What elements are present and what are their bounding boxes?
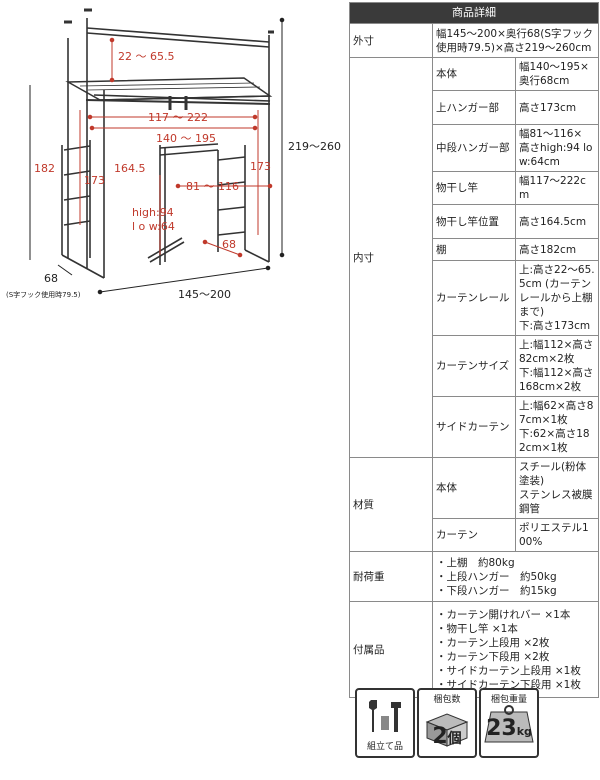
spec-inner-row-label: 棚 [432, 238, 516, 261]
dim-total-height: 219～260 [288, 140, 341, 153]
spec-outer-label: 外寸 [349, 23, 433, 58]
spec-inner-row-label: 物干し竿 [432, 171, 516, 205]
weight-value: 23 [486, 716, 517, 741]
dim-depth-outer: 68 [44, 272, 58, 285]
dim-shelf-gap: 22 ～ 65.5 [118, 50, 174, 63]
packages-caption: 梱包数 [433, 695, 461, 705]
assembly-badge: 組立て品 [355, 688, 415, 758]
spec-inner-row-label: 物干し竿位置 [432, 204, 516, 239]
spec-header: 商品詳細 [349, 2, 599, 24]
spec-inner-row-value: 上:高さ22～65.5cm (カーテンレールから上棚まで)下:高さ173cm [515, 260, 599, 336]
spec-material-row-value: スチール(粉体塗装)ステンレス被膜鋼管 [515, 457, 599, 519]
dim-depth-inner: 68 [222, 238, 236, 251]
dim-low: l o w:64 [132, 220, 175, 233]
info-badges: 組立て品 梱包数 2個 梱包重量 23kg [353, 688, 599, 766]
weight-caption: 梱包重量 [490, 695, 527, 705]
dim-pole-height: 164.5 [114, 162, 146, 175]
spec-inner-row-value: 幅81～116×高さhigh:94 low:64cm [515, 124, 599, 172]
assembly-label: 組立て品 [366, 742, 403, 752]
dim-mid-hanger: 81 ～ 116 [186, 180, 239, 193]
weight-badge: 梱包重量 23kg [479, 688, 539, 758]
spec-table: 商品詳細 外寸 幅145～200×奥行68(S字フック使用時79.5)×高さ21… [349, 2, 599, 698]
spec-outer-value: 幅145～200×奥行68(S字フック使用時79.5)×高さ219～260cm [432, 23, 599, 58]
weight-unit: kg [516, 725, 532, 738]
spec-inner-row-label: 上ハンガー部 [432, 90, 516, 125]
spec-inner-row-label: 中段ハンガー部 [432, 124, 516, 172]
red-dimension-lines [79, 37, 273, 258]
dim-upper-hanger: 173 [84, 174, 105, 187]
dim-depth-note: (S字フック使用時79.5) [6, 290, 81, 299]
dim-high: high:94 [132, 206, 174, 219]
spec-inner-row-label: サイドカーテン [432, 396, 516, 458]
dim-shelf-height: 182 [34, 162, 55, 175]
dim-side-173: 173 [250, 160, 271, 173]
dim-outer-width: 145～200 [178, 288, 231, 301]
dim-curtain-rail: 117 ～ 222 [148, 111, 208, 124]
spec-inner-row-value: 幅140～195×奥行68cm [515, 57, 599, 91]
spec-inner-row-value: 幅117～222cm [515, 171, 599, 205]
product-dimension-diagram: 22 ～ 65.5 117 ～ 222 140 ～ 195 81 ～ 116 1… [6, 8, 341, 301]
spec-material-label: 材質 [349, 457, 433, 552]
tools-icon [369, 700, 401, 732]
spec-load-value: ・上棚 約80kg・上段ハンガー 約50kg・下段ハンガー 約15kg [432, 551, 599, 602]
spec-inner-row-label: 本体 [432, 57, 516, 91]
spec-load-label: 耐荷重 [349, 551, 433, 602]
spec-inner-row-value: 上:幅112×高さ82cm×2枚下:幅112×高さ168cm×2枚 [515, 335, 599, 397]
outer-dimension-lines [29, 17, 285, 295]
spec-material-row-label: 本体 [432, 457, 516, 519]
spec-accessories-label: 付属品 [349, 601, 433, 698]
spec-accessories-value: ・カーテン開けれバー ×1本・物干し竿 ×1本 ・カーテン上段用 ×2枚・カーテ… [432, 601, 599, 698]
spec-material-row-label: カーテン [432, 518, 516, 552]
spec-material-row-value: ポリエステル100% [515, 518, 599, 552]
spec-inner-row-label: カーテンレール [432, 260, 516, 336]
weight-icon [484, 705, 534, 743]
dim-inner-width: 140 ～ 195 [156, 132, 216, 145]
packages-badge: 梱包数 2個 [417, 688, 477, 758]
spec-inner-row-value: 高さ173cm [515, 90, 599, 125]
spec-inner-row-value: 上:幅62×高さ87cm×1枚下:62×高さ182cm×1枚 [515, 396, 599, 458]
spec-inner-label: 内寸 [349, 57, 433, 458]
spec-inner-row-value: 高さ164.5cm [515, 204, 599, 239]
rack-frame [61, 8, 274, 279]
box-icon [425, 713, 469, 747]
spec-inner-row-value: 高さ182cm [515, 238, 599, 261]
packages-unit: 個 [447, 731, 462, 747]
spec-inner-row-label: カーテンサイズ [432, 335, 516, 397]
packages-value: 2 [432, 724, 448, 749]
